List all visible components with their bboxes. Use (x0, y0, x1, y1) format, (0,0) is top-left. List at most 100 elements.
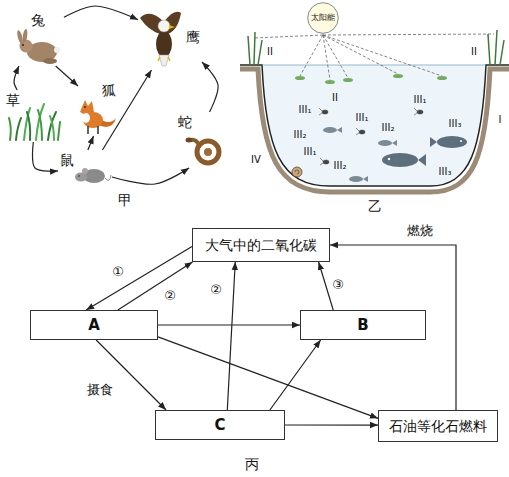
sunlight-rays (323, 35, 442, 76)
part-label: II (471, 46, 477, 58)
figure-caption: 甲 (118, 192, 132, 208)
node-label: B (357, 316, 368, 334)
connector-arrow (64, 6, 138, 20)
grass-picture (58, 122, 60, 140)
floating-algae (325, 80, 335, 84)
eagle-picture (158, 57, 170, 61)
zooplankton (417, 110, 423, 114)
part-label: III₂ (382, 122, 395, 134)
zooplankton (322, 110, 328, 114)
small-fish (378, 140, 392, 146)
sun-circle: 太阳能 (307, 2, 339, 34)
edge-label: ② (209, 283, 223, 298)
sunlight-rays (300, 35, 323, 76)
eagle-picture (169, 25, 175, 29)
node-label: 大气中的二氧化碳 (205, 237, 317, 254)
edge-label: ③ (331, 278, 345, 293)
connector-arrow (227, 262, 235, 410)
animal-node: 蛇 (176, 112, 226, 168)
animal-node: 兔 (12, 10, 64, 66)
node-label: 鹰 (186, 29, 200, 46)
sunlight-rays (254, 35, 323, 38)
grass-picture (27, 112, 30, 140)
part-label: III₁ (304, 146, 317, 158)
grass-picture (50, 116, 54, 140)
rabbit-picture (22, 29, 28, 43)
node-label: 石油等化石燃料 (389, 418, 487, 435)
rabbit-picture (54, 47, 60, 53)
reed-plants (258, 40, 262, 65)
animal-node: 狐 (78, 80, 118, 136)
part-label: III₂ (334, 160, 347, 172)
part-label: III₁ (299, 104, 312, 116)
small-fish (392, 140, 397, 146)
zooplankton (323, 160, 329, 164)
snake-picture (186, 138, 193, 143)
fox-picture (80, 100, 116, 134)
small-fish (323, 127, 397, 182)
node-label: 太阳能 (311, 13, 335, 23)
rabbit-picture (16, 29, 60, 64)
large-fish (382, 136, 467, 167)
zooplankton (414, 108, 417, 115)
connector-arrow (14, 66, 19, 90)
reed-plants (500, 40, 504, 65)
part-label: III₃ (439, 166, 452, 178)
grass-picture (9, 104, 60, 140)
fox-picture (88, 126, 98, 134)
connector-arrow (56, 66, 78, 86)
eagle-picture (159, 55, 169, 66)
zooplankton (359, 130, 365, 134)
connector-arrow (86, 247, 192, 310)
animal-node: 鹰 (138, 4, 202, 70)
small-fish (337, 127, 342, 133)
fox-picture (83, 112, 103, 128)
process-box: C (155, 410, 285, 440)
part-label: III₁ (356, 112, 369, 124)
fox-picture (82, 113, 90, 123)
mouse-picture (82, 168, 88, 174)
small-fish (363, 176, 368, 182)
connector-arrow (88, 136, 94, 150)
pond-picture (262, 65, 486, 66)
grass-picture (9, 118, 11, 140)
node-label: 狐 (102, 82, 116, 99)
grass-picture (38, 110, 42, 140)
zooplankton (356, 128, 359, 135)
snake-picture (186, 138, 220, 164)
snake-picture (204, 148, 212, 156)
part-label: III₃ (449, 118, 462, 130)
eagle-picture (140, 12, 181, 34)
eagle-picture (140, 12, 181, 66)
reed-plants (248, 36, 250, 65)
large-fish (388, 158, 390, 160)
process-box: 大气中的二氧化碳 (192, 228, 330, 262)
part-label: II (267, 46, 273, 58)
sunlight-rays (323, 35, 348, 78)
reed-plants (254, 32, 255, 65)
edge-label: 燃烧 (406, 224, 434, 239)
fox-picture (80, 100, 94, 115)
reed-plants (248, 30, 504, 65)
connector-arrow (202, 62, 218, 112)
small-fish (349, 176, 363, 182)
node-label: 草 (6, 92, 20, 109)
connector-arrow (285, 424, 378, 425)
sunlight-rays (323, 35, 398, 74)
grass-picture (16, 118, 21, 140)
sun-outline (308, 3, 339, 34)
large-fish (460, 140, 462, 142)
large-fish (437, 136, 467, 148)
connector-arrow (112, 168, 189, 184)
node-label: 鼠 (60, 152, 74, 169)
pond-picture (240, 65, 509, 192)
eagle-picture (156, 31, 172, 57)
edge-label: ② (163, 289, 177, 304)
large-fish (382, 153, 418, 167)
reed-plants (495, 30, 497, 65)
floating-algae (295, 74, 447, 84)
floating-algae (437, 76, 447, 80)
large-fish (418, 154, 426, 166)
part-label: II (332, 92, 338, 104)
connector-arrow (270, 340, 321, 410)
